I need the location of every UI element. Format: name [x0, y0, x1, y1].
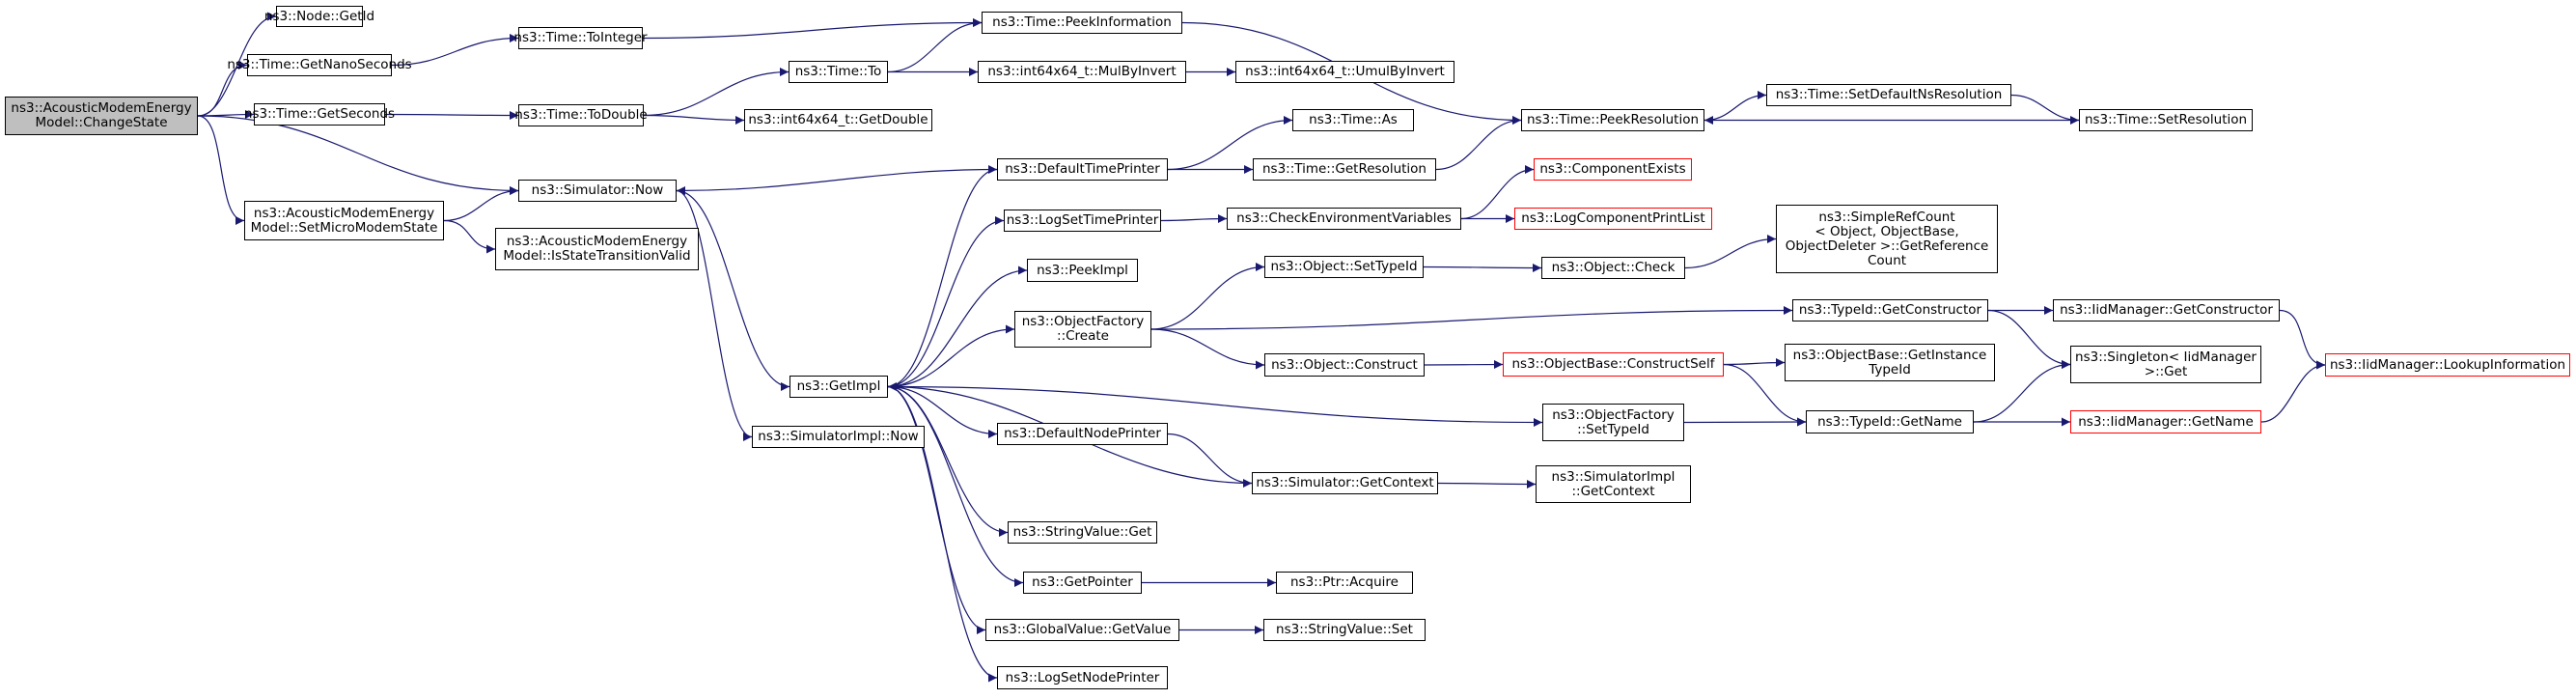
node-ns3-acousticmodemenergy-model-changestate: ns3::AcousticModemEnergy Model::ChangeSt…: [5, 97, 198, 135]
edge-n-defnodeprinter-to-n-simgetctx: [1167, 433, 1253, 488]
node-ns3-time-getseconds[interactable]: ns3::Time::GetSeconds: [244, 103, 395, 126]
edge-n-iidgetname-to-n-lookupinfo: [2260, 360, 2326, 423]
edge-n-peekres-to-n-setdefres: [1703, 91, 1767, 122]
node-ns3-acousticmodemenergy-model-isstatetransitionvalid[interactable]: ns3::AcousticModemEnergy Model::IsStateT…: [495, 228, 699, 270]
edge-n-setmicro-to-n-isvalid: [443, 219, 496, 254]
edge-n-constructself-to-n-getinsttype: [1723, 358, 1786, 368]
edge-n-root-to-n-setmicro: [197, 115, 245, 225]
edge-n-getimpl-to-n-logsetnode: [887, 385, 998, 683]
node-ns3-typeid-getconstructor[interactable]: ns3::TypeId::GetConstructor: [1792, 299, 1988, 322]
edge-n-objfactcreate-to-n-typeidgetctor: [1150, 306, 1793, 330]
edge-n-simnow-to-n-simimplnow: [676, 189, 753, 441]
edge-n-typeidgetname-to-n-singletonget: [1973, 360, 2071, 423]
node-ns3-iidmanager-lookupinformation[interactable]: ns3::IidManager::LookupInformation: [2325, 353, 2570, 377]
node-ns3-object-construct[interactable]: ns3::Object::Construct: [1264, 353, 1425, 377]
node-ns3-time-getnanoseconds[interactable]: ns3::Time::GetNanoSeconds: [227, 54, 412, 76]
edge-n-getimpl-to-n-peekimpl: [887, 266, 1028, 388]
node-ns3-objectbase-constructself[interactable]: ns3::ObjectBase::ConstructSelf: [1503, 352, 1724, 377]
edge-n-getimpl-to-n-globalget: [887, 385, 986, 634]
node-ns3-objectfactory-create[interactable]: ns3::ObjectFactory ::Create: [1014, 311, 1151, 348]
edge-n-deftimeprinter-to-n-simnow: [676, 168, 998, 195]
node-ns3-iidmanager-getname[interactable]: ns3::IidManager::GetName: [2070, 410, 2261, 433]
node-ns3-time-setdefaultnsresolution[interactable]: ns3::Time::SetDefaultNsResolution: [1766, 84, 2011, 106]
edge-n-setdefres-to-n-setres: [2010, 94, 2080, 125]
node-ns3-singleton-iidmanager-get[interactable]: ns3::Singleton< IidManager >::Get: [2070, 346, 2261, 383]
node-ns3-simulator-now[interactable]: ns3::Simulator::Now: [518, 180, 677, 202]
node-ns3-int64x64-t-umulbyinvert[interactable]: ns3::int64x64_t::UmulByInvert: [1235, 61, 1454, 83]
edge-n-objsettypeid-to-n-objcheck: [1423, 263, 1542, 272]
node-ns3-time-tointeger[interactable]: ns3::Time::ToInteger: [513, 27, 648, 49]
edge-n-simgetctx-to-n-simimplgetctx: [1437, 479, 1537, 489]
edge-n-typeidgetctor-to-n-singletonget: [1987, 309, 2071, 369]
node-ns3-acousticmodemenergy-model-setmicromodemstate[interactable]: ns3::AcousticModemEnergy Model::SetMicro…: [244, 201, 444, 240]
edge-n-getimpl-to-n-strvalget: [887, 385, 1009, 537]
node-ns3-typeid-getname[interactable]: ns3::TypeId::GetName: [1806, 410, 1974, 433]
edge-n-objcheck-to-n-simplerefcount: [1684, 235, 1777, 269]
node-ns3-time-to[interactable]: ns3::Time::To: [789, 61, 888, 83]
edge-n-constructself-to-n-typeidgetname: [1723, 363, 1807, 427]
node-ns3-time-as[interactable]: ns3::Time::As: [1292, 109, 1414, 131]
edge-n-checkenv-to-n-compexists: [1460, 165, 1535, 220]
edge-n-objfactcreate-to-n-objsettypeid: [1150, 263, 1265, 330]
node-ns3-time-getresolution[interactable]: ns3::Time::GetResolution: [1253, 158, 1436, 181]
node-ns3-object-check[interactable]: ns3::Object::Check: [1541, 257, 1685, 279]
node-ns3-defaultnodeprinter[interactable]: ns3::DefaultNodePrinter: [997, 423, 1168, 445]
node-ns3-int64x64-t-mulbyinvert[interactable]: ns3::int64x64_t::MulByInvert: [978, 61, 1186, 83]
node-ns3-getpointer[interactable]: ns3::GetPointer: [1023, 572, 1142, 594]
node-ns3-logsettimeprinter[interactable]: ns3::LogSetTimePrinter: [1004, 210, 1161, 232]
node-ns3-time-todouble[interactable]: ns3::Time::ToDouble: [514, 104, 648, 126]
node-ns3-objectfactory-settypeid[interactable]: ns3::ObjectFactory ::SetTypeId: [1542, 404, 1684, 441]
edge-n-getsec-to-n-todouble: [384, 110, 519, 120]
node-ns3-object-settypeid[interactable]: ns3::Object::SetTypeId: [1264, 256, 1424, 278]
node-ns3-node-getid[interactable]: ns3::Node::GetId: [264, 6, 374, 27]
edge-n-getnano-to-n-toint: [391, 34, 519, 67]
node-ns3-time-peekinformation[interactable]: ns3::Time::PeekInformation: [982, 12, 1182, 34]
node-ns3-stringvalue-set[interactable]: ns3::StringValue::Set: [1263, 619, 1426, 641]
edge-n-getimpl-to-n-deftimeprinter: [887, 165, 998, 388]
edge-n-to-to-n-peekinfo: [887, 18, 983, 73]
node-ns3-peekimpl[interactable]: ns3::PeekImpl: [1027, 259, 1138, 282]
edge-n-simnow-to-n-getimpl: [676, 189, 790, 391]
edge-n-getimpl-to-n-defnodeprinter: [887, 385, 998, 438]
node-ns3-componentexists[interactable]: ns3::ComponentExists: [1534, 158, 1692, 181]
node-ns3-simulatorimpl-getcontext[interactable]: ns3::SimulatorImpl ::GetContext: [1536, 465, 1691, 503]
edge-n-setmicro-to-n-simnow: [443, 186, 519, 222]
edge-n-getimpl-to-n-objfactcreate: [887, 324, 1015, 388]
edge-n-root-to-n-simnow: [197, 115, 519, 195]
edge-n-objconstruct-to-n-constructself: [1424, 360, 1504, 370]
node-ns3-globalvalue-getvalue[interactable]: ns3::GlobalValue::GetValue: [985, 619, 1179, 641]
node-ns3-simulator-getcontext[interactable]: ns3::Simulator::GetContext: [1252, 472, 1438, 494]
edge-n-deftimeprinter-to-n-timeas: [1167, 116, 1293, 171]
edge-n-objfactcreate-to-n-objconstruct: [1150, 328, 1265, 370]
edge-n-todouble-to-n-i64getdouble: [643, 114, 745, 125]
edge-n-toint-to-n-peekinfo: [642, 18, 983, 40]
node-ns3-getimpl[interactable]: ns3::GetImpl: [789, 376, 888, 398]
edge-n-getimpl-to-n-getpointer: [887, 385, 1024, 587]
edge-n-getres-to-n-peekres: [1435, 116, 1522, 171]
edge-n-logsettime-to-n-checkenv: [1160, 214, 1228, 224]
node-ns3-defaulttimeprinter[interactable]: ns3::DefaultTimePrinter: [997, 158, 1168, 181]
edge-n-root-to-n-getnano: [197, 61, 248, 117]
edge-n-getimpl-to-n-objfactsettype: [887, 385, 1543, 427]
node-ns3-checkenvironmentvariables[interactable]: ns3::CheckEnvironmentVariables: [1227, 208, 1461, 230]
edge-n-iidgetctor-to-n-lookupinfo: [2279, 309, 2326, 370]
node-ns3-time-peekresolution[interactable]: ns3::Time::PeekResolution: [1521, 109, 1704, 131]
node-ns3-simplerefcount-object-objectbase-objectdeleter-getreference-count[interactable]: ns3::SimpleRefCount < Object, ObjectBase…: [1776, 205, 1998, 273]
edge-n-objfactsettype-to-n-typeidgetname: [1683, 417, 1807, 427]
call-edges: [197, 12, 2326, 683]
node-ns3-objectbase-getinstance-typeid[interactable]: ns3::ObjectBase::GetInstance TypeId: [1785, 344, 1995, 381]
edge-n-getimpl-to-n-logsettime: [887, 216, 1005, 388]
node-ns3-ptr-acquire[interactable]: ns3::Ptr::Acquire: [1276, 572, 1413, 594]
node-ns3-iidmanager-getconstructor[interactable]: ns3::IidManager::GetConstructor: [2053, 299, 2280, 322]
node-ns3-logcomponentprintlist[interactable]: ns3::LogComponentPrintList: [1514, 208, 1712, 230]
node-ns3-int64x64-t-getdouble[interactable]: ns3::int64x64_t::GetDouble: [744, 109, 932, 131]
edge-n-todouble-to-n-to: [643, 68, 789, 117]
node-ns3-time-setresolution[interactable]: ns3::Time::SetResolution: [2079, 109, 2253, 131]
node-ns3-logsetnodeprinter[interactable]: ns3::LogSetNodePrinter: [997, 666, 1168, 689]
node-ns3-stringvalue-get[interactable]: ns3::StringValue::Get: [1008, 521, 1157, 544]
node-ns3-simulatorimpl-now[interactable]: ns3::SimulatorImpl::Now: [752, 426, 925, 448]
